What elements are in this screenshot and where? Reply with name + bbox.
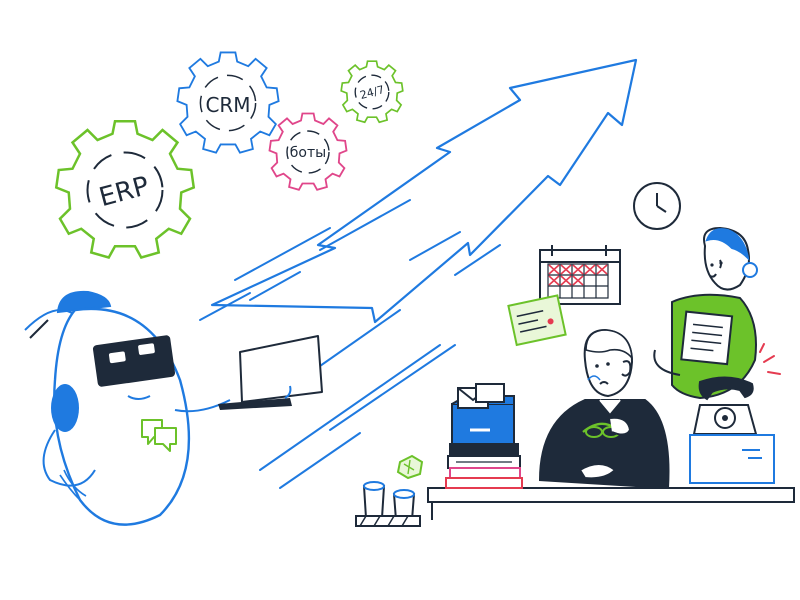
man-figure xyxy=(538,328,670,490)
books-icon xyxy=(445,443,523,489)
gear-label-erp: ERP xyxy=(96,171,152,213)
robot-icon xyxy=(24,290,231,526)
speed-lines xyxy=(199,199,501,489)
phone-icon xyxy=(692,376,758,435)
gear-label-crm: CRM xyxy=(205,93,250,117)
crumpled-paper-icon xyxy=(396,454,424,480)
laptop-icon xyxy=(218,335,323,410)
cups-icon xyxy=(355,481,421,527)
gear-icon xyxy=(268,112,348,191)
box-icon xyxy=(689,434,775,484)
desk xyxy=(427,487,795,520)
gear-label-bots: боты xyxy=(290,145,326,161)
growth-arrow-icon xyxy=(210,58,638,324)
chat-icon xyxy=(141,419,177,452)
clock-icon xyxy=(633,182,681,230)
gear-icon xyxy=(55,120,195,259)
note-icon xyxy=(507,294,567,347)
ringing-marks xyxy=(759,343,781,375)
clipboard-icon xyxy=(680,310,734,366)
gear-label-support: 24/7 xyxy=(359,83,386,102)
gear-icon xyxy=(176,51,280,154)
calendar-icon xyxy=(539,245,621,305)
envelope-icon xyxy=(457,383,505,409)
